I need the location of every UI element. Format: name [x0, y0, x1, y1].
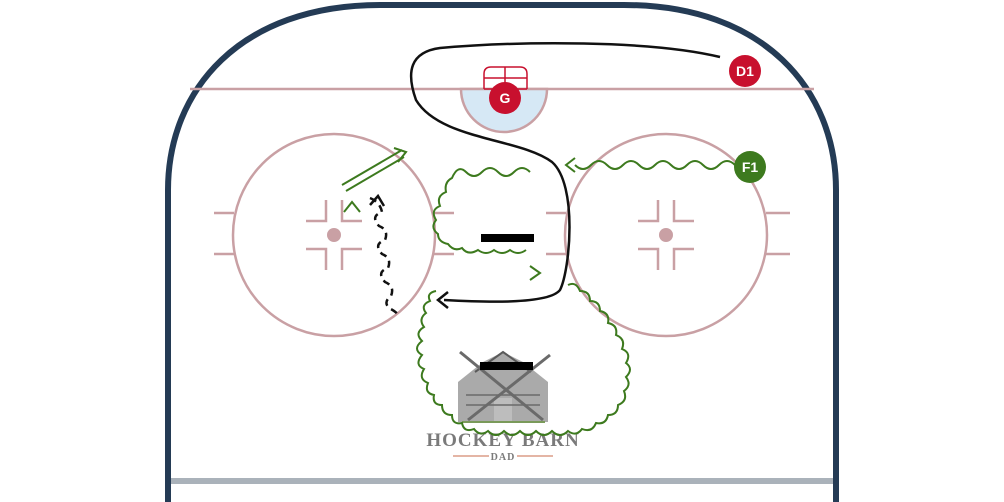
left-faceoff-dot [327, 228, 341, 242]
player-f1[interactable]: F1 [734, 151, 766, 183]
player-goalie[interactable]: G [489, 82, 521, 114]
logo-subtitle: DAD [491, 452, 516, 463]
player-d1-label: D1 [736, 63, 754, 79]
player-goalie-label: G [500, 90, 511, 106]
d1-skate-path [409, 41, 721, 303]
player-d1[interactable]: D1 [729, 55, 761, 87]
d1-puck-path [369, 196, 401, 317]
right-faceoff-dot [659, 228, 673, 242]
rink-boards [165, 2, 839, 502]
d1-path-arrowhead [435, 291, 449, 309]
right-faceoff-circle [546, 132, 790, 338]
hockey-barn-logo: HOCKEY BARN DAD [426, 343, 579, 466]
left-faceoff-circle [214, 132, 454, 338]
player-f1-label: F1 [742, 159, 759, 175]
pass-arrow [341, 147, 408, 192]
f1-skate-path-loop [432, 167, 531, 254]
logo-bar [480, 362, 533, 370]
center-bar [481, 234, 534, 242]
f1-skate-path-big [416, 282, 631, 436]
f1-skate-path-top [574, 160, 736, 170]
